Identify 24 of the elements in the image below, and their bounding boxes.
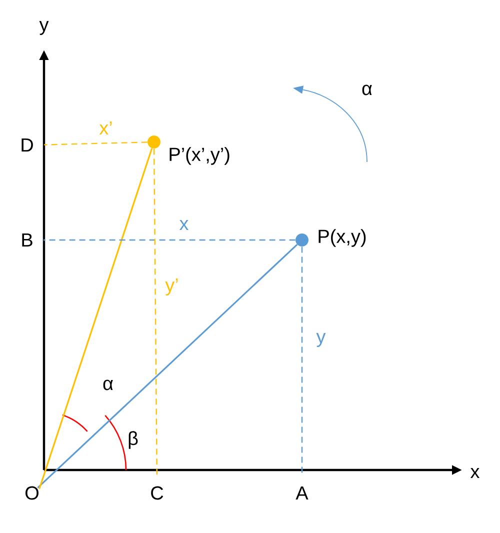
line-segment — [37, 244, 298, 488]
point-label: D — [22, 138, 33, 152]
angle-label: α — [103, 380, 113, 390]
axis-label: x — [470, 468, 480, 478]
point-label: P(x,y) — [318, 229, 366, 247]
point-dot — [296, 234, 308, 246]
point-label: P’(x’,y’) — [170, 147, 230, 165]
point-label: A — [296, 486, 308, 500]
axis-label: y — [39, 21, 49, 35]
edge-label: x — [178, 218, 190, 232]
edge-label: y — [315, 332, 327, 348]
edge-label: y’ — [164, 278, 180, 296]
edge-label: x’ — [98, 120, 114, 136]
point-label: B — [22, 233, 32, 247]
dashed-line — [44, 239, 296, 241]
line-segment — [38, 148, 153, 490]
angle-label: α — [362, 84, 372, 96]
dashed-line — [153, 148, 158, 476]
point-label: O — [26, 486, 38, 500]
point-dot — [148, 136, 160, 148]
dashed-line — [44, 142, 148, 146]
dashed-line — [301, 246, 303, 476]
point-label: C — [151, 486, 164, 500]
angle-label: β — [128, 431, 138, 449]
